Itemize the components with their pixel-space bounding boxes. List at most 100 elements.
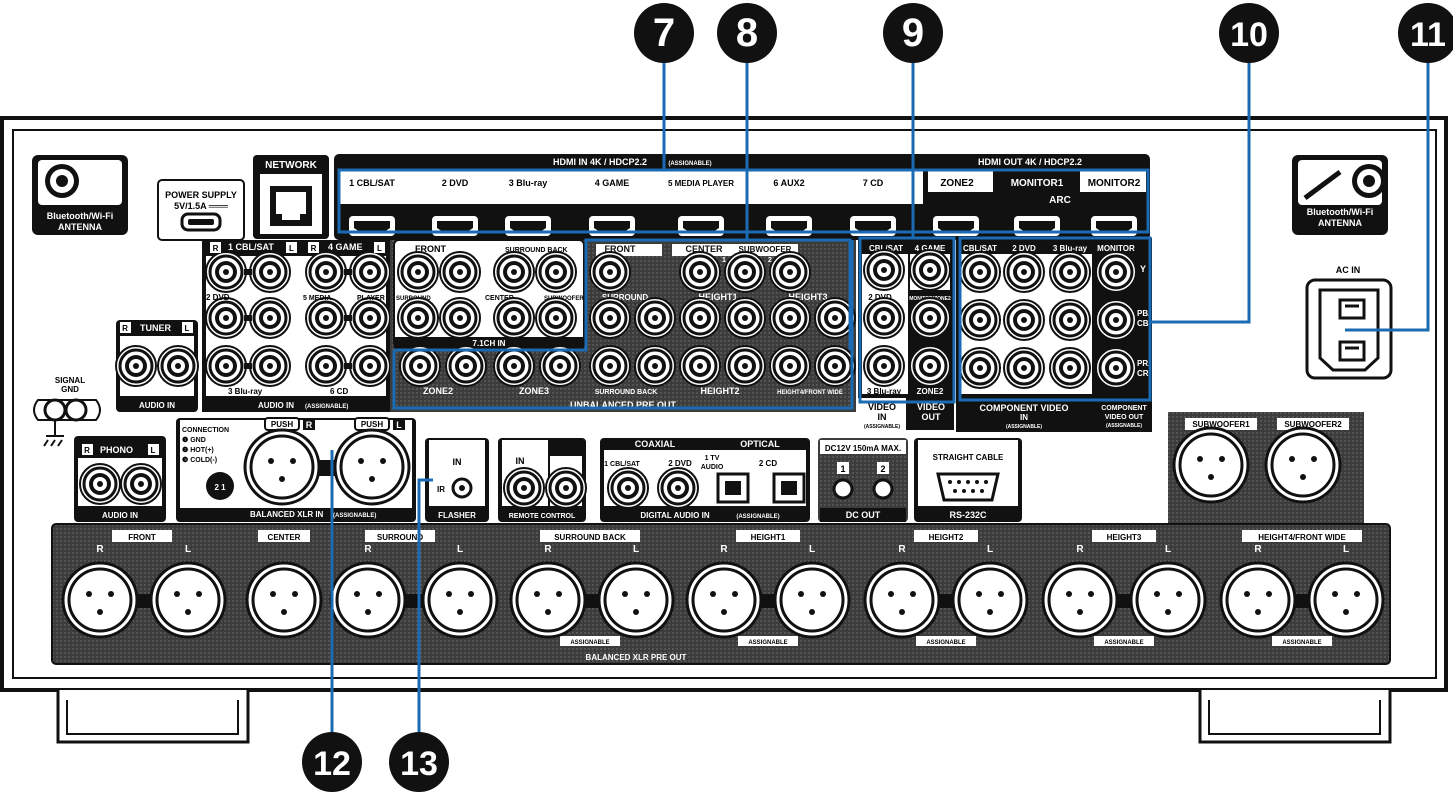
- xlr-pre-out-jack-6-1[interactable]: [863, 561, 941, 639]
- phono-l-jack[interactable]: [119, 462, 163, 506]
- xlr-pre-out-jack-8-2[interactable]: [1307, 561, 1385, 639]
- component-jack-c4r2[interactable]: [1094, 298, 1138, 342]
- video-out-monitor-jack[interactable]: [908, 296, 952, 340]
- video-in-game-jack[interactable]: [908, 248, 952, 292]
- rs232c-connector[interactable]: [936, 472, 1000, 502]
- signal-gnd[interactable]: SIGNAL GND: [33, 376, 101, 447]
- balanced-in-r-jack[interactable]: [243, 428, 321, 506]
- xlr-pre-out-jack-4-1[interactable]: [509, 561, 587, 639]
- audio-in-jack-r2c2[interactable]: [248, 296, 292, 340]
- xlr-pre-out-jack-5-1[interactable]: [685, 561, 763, 639]
- ch71-jack-8[interactable]: [534, 296, 578, 340]
- phono-r-jack[interactable]: [78, 462, 122, 506]
- ch71-jack-6[interactable]: [438, 296, 482, 340]
- antenna-right[interactable]: Bluetooth/Wi-Fi ANTENNA: [1292, 155, 1388, 235]
- xlr-pre-out-jack-3-1[interactable]: [329, 561, 407, 639]
- component-jack-c3r1[interactable]: [1048, 250, 1092, 294]
- component-jack-c3r2[interactable]: [1048, 298, 1092, 342]
- audio-in-jack-r2c4[interactable]: [348, 296, 392, 340]
- audio-in-jack-r1c1[interactable]: [204, 250, 248, 294]
- pre-out-jack-11[interactable]: [398, 344, 442, 388]
- pre-out-jack-18[interactable]: [723, 344, 767, 388]
- audio-in-jack-r1c2[interactable]: [248, 250, 292, 294]
- pre-out-jack-15[interactable]: [588, 344, 632, 388]
- xlr-pre-out-jack-1-1[interactable]: [61, 561, 139, 639]
- audio-in-jack-r1c3[interactable]: [304, 250, 348, 294]
- xlr-pre-out-jack-7-2[interactable]: [1129, 561, 1207, 639]
- ch71-jack-5[interactable]: [396, 296, 440, 340]
- subwoofer2-jack[interactable]: [1264, 426, 1342, 504]
- audio-in-jack-r1c4[interactable]: [348, 250, 392, 294]
- ch71-jack-4[interactable]: [534, 250, 578, 294]
- xlr-pre-out-jack-8-1[interactable]: [1219, 561, 1297, 639]
- audio-in-jack-r3c1[interactable]: [204, 344, 248, 388]
- balanced-in-l-jack[interactable]: [333, 428, 411, 506]
- component-jack-c3r3[interactable]: [1048, 346, 1092, 390]
- pre-out-jack-9[interactable]: [768, 296, 812, 340]
- component-jack-c4r1[interactable]: [1094, 250, 1138, 294]
- pre-out-jack-5[interactable]: [588, 296, 632, 340]
- pre-out-jack-17[interactable]: [678, 344, 722, 388]
- composite-video: CBL/SAT 4 GAME 2 DVD 3 Blu-ray MONITOR/Z…: [858, 240, 954, 432]
- pre-out-jack-4[interactable]: [768, 250, 812, 294]
- video-in-cbl-jack[interactable]: [862, 248, 906, 292]
- ch71-jack-1[interactable]: [396, 250, 440, 294]
- coax-2-jack[interactable]: [656, 466, 700, 510]
- component-jack-c1r2[interactable]: [958, 298, 1002, 342]
- pre-out-jack-16[interactable]: [633, 344, 677, 388]
- xlr-pre-out-jack-6-2[interactable]: [951, 561, 1029, 639]
- pre-out-jack-13[interactable]: [492, 344, 536, 388]
- power-supply-usb[interactable]: POWER SUPPLY 5V/1.5A ═══: [157, 179, 245, 241]
- ac-inlet[interactable]: AC IN: [1305, 265, 1393, 380]
- dc-out-1-jack[interactable]: [832, 478, 854, 500]
- component-jack-c2r3[interactable]: [1002, 346, 1046, 390]
- ch71-jack-3[interactable]: [492, 250, 536, 294]
- pre-out-jack-6[interactable]: [633, 296, 677, 340]
- pre-out-label-6: SURROUND: [602, 293, 648, 302]
- pre-out-jack-7[interactable]: [678, 296, 722, 340]
- pre-out-jack-20[interactable]: [813, 344, 857, 388]
- pre-out-jack-2[interactable]: [678, 250, 722, 294]
- audio-in-jack-r2c1[interactable]: [204, 296, 248, 340]
- xlr-pre-out-jack-7-1[interactable]: [1041, 561, 1119, 639]
- component-jack-c4r3[interactable]: [1094, 346, 1138, 390]
- video-in-bluray-jack[interactable]: [862, 344, 906, 388]
- component-jack-c1r3[interactable]: [958, 346, 1002, 390]
- component-jack-c2r1[interactable]: [1002, 250, 1046, 294]
- hdmi-in-label-5: 5 MEDIA PLAYER: [668, 179, 734, 188]
- tuner-l-jack[interactable]: [156, 344, 200, 388]
- pre-out-jack-12[interactable]: [444, 344, 488, 388]
- audio-in-bluray-label: 3 Blu-ray: [228, 387, 263, 396]
- optical-1-jack[interactable]: [716, 472, 750, 504]
- coax-1-jack[interactable]: [606, 466, 650, 510]
- remote-out-jack[interactable]: [544, 466, 588, 510]
- tuner-r-jack[interactable]: [114, 344, 158, 388]
- pre-out-jack-3[interactable]: [723, 250, 767, 294]
- xlr-pre-out-jack-4-2[interactable]: [597, 561, 675, 639]
- pre-out-jack-1[interactable]: [588, 250, 632, 294]
- subwoofer1-jack[interactable]: [1172, 426, 1250, 504]
- video-in-dvd-jack[interactable]: [862, 296, 906, 340]
- xlr-pre-out-jack-5-2[interactable]: [773, 561, 851, 639]
- video-out-zone2-jack[interactable]: [908, 344, 952, 388]
- ch71-jack-2[interactable]: [438, 250, 482, 294]
- network-port[interactable]: NETWORK: [253, 155, 329, 239]
- xlr-pre-out-jack-3-2[interactable]: [421, 561, 499, 639]
- audio-in-jack-r2c3[interactable]: [304, 296, 348, 340]
- xlr-pre-out-jack-1-2[interactable]: [149, 561, 227, 639]
- xlr-pre-out-jack-2-1[interactable]: [245, 561, 323, 639]
- component-jack-c2r2[interactable]: [1002, 298, 1046, 342]
- optical-2-jack[interactable]: [772, 472, 806, 504]
- audio-in-jack-r3c2[interactable]: [248, 344, 292, 388]
- antenna-left[interactable]: Bluetooth/Wi-Fi ANTENNA: [32, 155, 128, 235]
- pre-out-jack-19[interactable]: [768, 344, 812, 388]
- component-jack-c1r1[interactable]: [958, 250, 1002, 294]
- audio-in-jack-r3c4[interactable]: [348, 344, 392, 388]
- remote-in-jack[interactable]: [502, 466, 546, 510]
- phono-input: R PHONO L AUDIO IN: [74, 436, 166, 522]
- pre-out-jack-8[interactable]: [723, 296, 767, 340]
- pre-out-jack-14[interactable]: [538, 344, 582, 388]
- audio-in-jack-r3c3[interactable]: [304, 344, 348, 388]
- ch71-jack-7[interactable]: [492, 296, 536, 340]
- dc-out-2-jack[interactable]: [872, 478, 894, 500]
